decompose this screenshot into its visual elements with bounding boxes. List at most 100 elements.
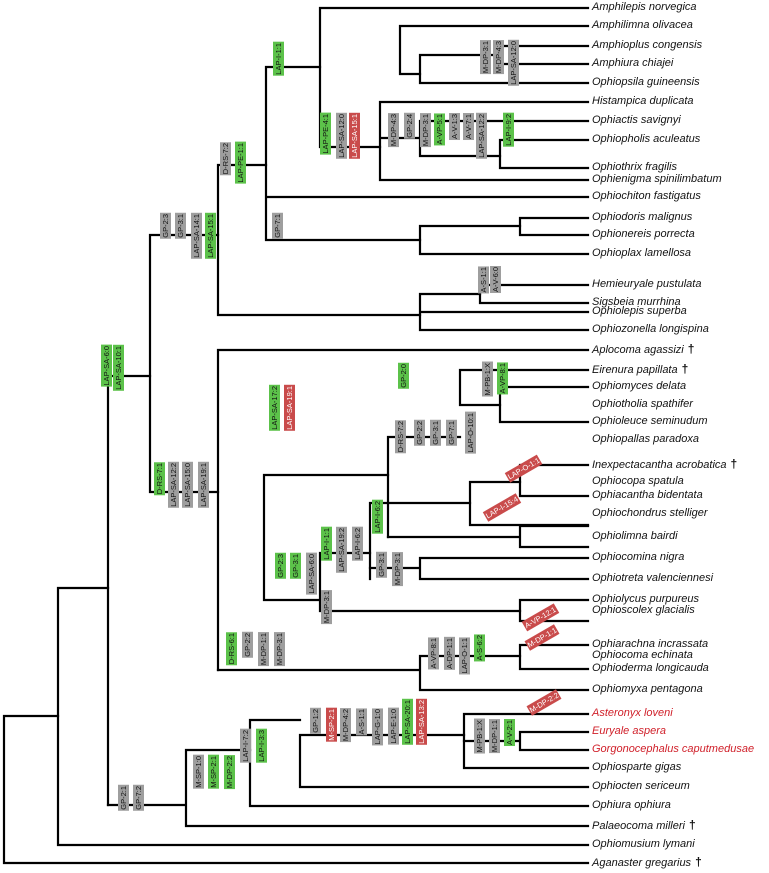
character-state-label: LAP-I-1:1 <box>321 527 332 561</box>
taxon-label: Eirenura papillata† <box>592 362 689 377</box>
character-state-label: M-DP-3:1 <box>480 40 491 75</box>
character-state-label: GP-3:1 <box>175 213 186 239</box>
taxon-label: Euryale aspera <box>592 725 666 737</box>
taxon-label: Ophiochondrus stelliger <box>592 507 708 519</box>
character-state-label: LAP-SA-15:0 <box>182 462 193 508</box>
character-state-label: M-SP-2:1 <box>208 755 219 789</box>
taxon-label: Ophiosparte gigas <box>592 761 682 773</box>
character-state-label: GP-7:1 <box>446 420 457 446</box>
taxon-label: Ophiomyxa pentagona <box>592 683 703 695</box>
character-state-label: LAP-SA-6:0 <box>306 553 317 595</box>
character-state-label: D-RS-7:2 <box>395 420 406 454</box>
character-state-label: LAP-SA-14:1 <box>191 213 202 259</box>
taxon-label: Ophiozonella longispina <box>592 323 709 335</box>
taxon-label: Ophiocten sericeum <box>592 780 690 792</box>
character-state-label: LAP-O-1:1 <box>459 637 470 675</box>
character-state-label: M-DP-4:3 <box>388 113 399 148</box>
taxon-label: Ophienigma spinilimbatum <box>592 173 722 185</box>
taxon-label: Ophiothrix fragilis <box>592 161 677 173</box>
taxon-label: Asteronyx loveni <box>592 707 673 719</box>
character-state-label: A-V-7:1 <box>463 113 474 141</box>
character-state-label: GP-2:1 <box>118 785 129 811</box>
character-state-label: LAP-SA-10:1 <box>113 345 124 391</box>
character-state-label: GP-2:3 <box>275 553 286 579</box>
character-state-label: LAP-SA-19:1 <box>198 462 209 508</box>
character-state-label: D-RS-7:1 <box>154 462 165 496</box>
taxon-label: Ophiacantha bidentata <box>592 489 703 501</box>
character-state-label: LAP-SA-12:2 <box>476 113 487 159</box>
character-state-label: M-SP-2:1 <box>326 708 337 742</box>
taxon-label: Ophiocomina nigra <box>592 551 685 563</box>
extinct-dagger-icon: † <box>695 855 702 869</box>
character-state-label: M-DP-1:1 <box>489 719 500 754</box>
extinct-dagger-icon: † <box>688 818 696 832</box>
character-state-label: LAP-SA-19:1 <box>284 385 295 431</box>
taxon-label: Ophiocopa spatula <box>592 475 684 487</box>
taxon-label: Palaeocoma milleri† <box>592 818 696 833</box>
taxon-label: Inexpectacantha acrobatica† <box>592 457 738 472</box>
character-state-label: A-S-1:1 <box>478 266 489 294</box>
character-state-label: LAP-G-1:0 <box>372 708 383 746</box>
character-state-label: A-V-2:1 <box>504 719 515 747</box>
taxon-label: Ophiotholia spathifer <box>592 398 693 410</box>
character-state-label: A-S-1:1 <box>356 708 367 736</box>
taxon-label: Ophiomusium lymani <box>592 838 695 850</box>
character-state-label: LAP-E-1:0 <box>388 708 399 745</box>
taxon-label: Ophionereis porrecta <box>592 228 695 240</box>
character-state-label: M-DP-3:1 <box>392 552 403 587</box>
character-state-label: LAP-PE-4:1 <box>320 113 331 155</box>
character-state-label: GP-2:2 <box>414 420 425 446</box>
character-state-label: D-RS-6:1 <box>226 632 237 666</box>
character-state-label: LAP-I-3:3 <box>256 729 267 763</box>
character-state-label: D-RS-7:2 <box>220 142 231 176</box>
character-state-label: GP-7:2 <box>133 785 144 811</box>
taxon-label: Ophioleuce seminudum <box>592 415 708 427</box>
taxon-label: Amphilepis norvegica <box>592 1 697 13</box>
character-state-label: A-V-1:3 <box>449 113 460 141</box>
taxon-label: Ophiactis savignyi <box>592 114 681 126</box>
character-state-label: A-V-6:0 <box>490 266 501 294</box>
character-state-label: M-PB-1:X <box>482 362 493 397</box>
character-state-label: LAP-O-10:1 <box>465 412 476 454</box>
character-state-label: M-DP-1:1 <box>258 632 269 667</box>
character-state-label: LAP-SA-12:0 <box>508 40 519 86</box>
character-state-label: M-DP-2:2 <box>224 755 235 790</box>
character-state-label: M-SP-1:0 <box>193 755 204 789</box>
character-state-label: A-VP-8:1 <box>497 362 508 395</box>
character-state-label: LAP-SA-15:1 <box>349 113 360 159</box>
character-state-label: LAP-I-7:2 <box>240 729 251 763</box>
character-state-label: LAP-I-1:1 <box>273 42 284 76</box>
character-state-label: A-VP-5:1 <box>434 113 445 146</box>
taxon-label: Amphioplus congensis <box>592 39 703 51</box>
character-state-label: M-DP-3:1 <box>420 113 431 148</box>
taxon-label: Ophioplax lamellosa <box>592 247 692 259</box>
character-state-label: LAP-SA-17:2 <box>269 385 280 431</box>
character-state-label: LAP-SA-19:2 <box>336 527 347 573</box>
taxon-label: Ophiolimna bairdi <box>592 530 678 542</box>
character-state-label: M-DP-3:1 <box>321 590 332 625</box>
extinct-dagger-icon: † <box>730 457 738 471</box>
character-state-label: M-DP-4:2 <box>340 708 351 743</box>
character-state-label: LAP-SA-20:1 <box>402 699 413 745</box>
taxon-label: Ophiomyces delata <box>592 380 687 392</box>
taxon-label: Ophiopsila guineensis <box>592 76 700 88</box>
extinct-dagger-icon: † <box>687 342 695 356</box>
taxon-label: Ophiarachna incrassata <box>592 638 709 650</box>
taxon-label: Ophiolepis superba <box>592 305 687 317</box>
character-state-label: LAP-SA-12:2 <box>168 462 179 508</box>
character-state-label: LAP-I-9:2 <box>503 113 514 147</box>
taxon-label: Sigsbeia murrhina <box>592 296 681 308</box>
taxon-label: Aganaster gregarius† <box>592 855 702 870</box>
character-state-label: LAP-I-6:2 <box>372 500 383 534</box>
character-state-label: GP-2:3 <box>160 213 171 239</box>
character-state-label: A-VP-8:1 <box>428 637 439 670</box>
character-state-label: M-DP-4:3 <box>493 40 504 75</box>
character-state-label: LAP-I-6:2 <box>352 527 363 561</box>
taxon-label: Ophiura ophiura <box>592 799 671 811</box>
taxon-label: Ophiopholis aculeatus <box>592 133 701 145</box>
taxon-label: Amphiura chiajei <box>592 57 674 69</box>
character-state-label: GP-7:1 <box>272 213 283 239</box>
character-state-label: LAP-SA-12:0 <box>336 113 347 159</box>
character-state-label: LAP-SA-15:1 <box>205 213 216 259</box>
taxon-label: Aplocoma agassizi† <box>592 342 695 357</box>
